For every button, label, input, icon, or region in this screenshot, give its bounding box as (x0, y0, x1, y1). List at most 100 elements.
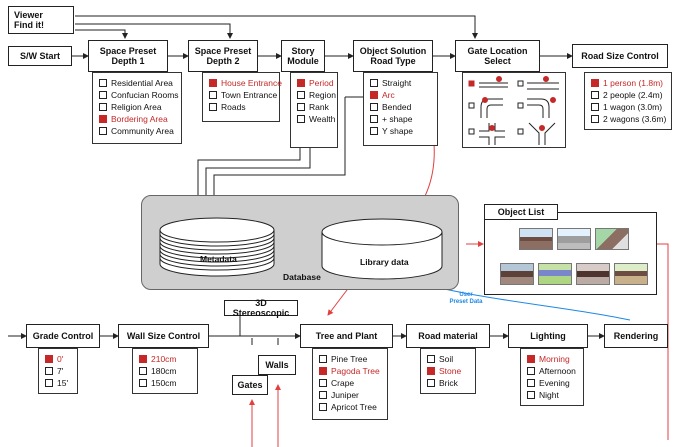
checkbox-checked-icon[interactable] (297, 79, 305, 87)
tree-plant-node: Tree and Plant (300, 324, 393, 348)
option-item[interactable]: Evening (527, 377, 577, 389)
option-label: Brick (439, 378, 458, 388)
option-item[interactable]: Religion Area (99, 101, 175, 113)
checkbox-icon[interactable] (99, 103, 107, 111)
option-item[interactable]: Straight (370, 77, 431, 89)
road-size-control-node: Road Size Control (572, 44, 668, 68)
option-item[interactable]: Period (297, 77, 334, 89)
option-item[interactable]: Community Area (99, 125, 175, 137)
library-data-label: Library data (360, 257, 409, 267)
option-item[interactable]: + shape (370, 113, 431, 125)
option-item[interactable]: Stone (427, 365, 469, 377)
checkbox-icon[interactable] (139, 379, 147, 387)
rendering-node: Rendering (604, 324, 668, 348)
option-item[interactable]: Arc (370, 89, 431, 101)
checkbox-checked-icon[interactable] (370, 91, 378, 99)
checkbox-icon[interactable] (297, 103, 305, 111)
walls-node: Walls (258, 355, 296, 375)
checkbox-icon[interactable] (591, 115, 599, 123)
option-item[interactable]: 1 person (1.8m) (591, 77, 665, 89)
checkbox-icon[interactable] (527, 391, 535, 399)
option-item[interactable]: Confucian Rooms (99, 89, 179, 101)
checkbox-icon[interactable] (370, 103, 378, 111)
checkbox-icon[interactable] (99, 127, 107, 135)
option-item[interactable]: Bordering Area (99, 113, 175, 125)
option-item[interactable]: Afternoon (527, 365, 577, 377)
checkbox-icon[interactable] (370, 79, 378, 87)
checkbox-checked-icon[interactable] (45, 355, 53, 363)
viewer-node: Viewer Find it! (8, 6, 74, 34)
option-item[interactable]: 150cm (139, 377, 191, 389)
option-item[interactable]: Morning (527, 353, 577, 365)
option-label: 1 wagon (3.0m) (603, 102, 663, 112)
object-thumbnail (576, 263, 610, 285)
option-item[interactable]: Region (297, 89, 336, 101)
checkbox-checked-icon[interactable] (591, 79, 599, 87)
checkbox-icon[interactable] (319, 379, 327, 387)
checkbox-checked-icon[interactable] (99, 115, 107, 123)
checkbox-icon[interactable] (591, 91, 599, 99)
option-item[interactable]: Brick (427, 377, 469, 389)
checkbox-icon[interactable] (427, 379, 435, 387)
option-item[interactable]: 180cm (139, 365, 191, 377)
option-item[interactable]: Wealth (297, 113, 335, 125)
checkbox-checked-icon[interactable] (139, 355, 147, 363)
checkbox-icon[interactable] (527, 379, 535, 387)
option-item[interactable]: Soil (427, 353, 469, 365)
option-item[interactable]: Pine Tree (319, 353, 381, 365)
option-item[interactable]: Bended (370, 101, 431, 113)
option-label: 7' (57, 366, 64, 376)
checkbox-icon[interactable] (45, 367, 53, 375)
checkbox-icon[interactable] (45, 379, 53, 387)
checkbox-icon[interactable] (99, 79, 107, 87)
grade-options: 0'7'15' (38, 348, 78, 394)
option-item[interactable]: House Entrance (209, 77, 282, 89)
option-item[interactable]: Crape (319, 377, 381, 389)
object-thumbnail (538, 263, 572, 285)
option-item[interactable]: Night (527, 389, 577, 401)
checkbox-icon[interactable] (297, 115, 305, 123)
option-label: Stone (439, 366, 462, 376)
option-item[interactable]: Town Entrance (209, 89, 277, 101)
option-label: Bended (382, 102, 412, 112)
checkbox-checked-icon[interactable] (319, 367, 327, 375)
checkbox-icon[interactable] (319, 403, 327, 411)
option-item[interactable]: 0' (45, 353, 71, 365)
checkbox-checked-icon[interactable] (209, 79, 217, 87)
option-item[interactable]: Rank (297, 101, 331, 113)
checkbox-icon[interactable] (209, 91, 217, 99)
checkbox-icon[interactable] (427, 355, 435, 363)
option-item[interactable]: Apricot Tree (319, 401, 381, 413)
option-item[interactable]: 210cm (139, 353, 191, 365)
checkbox-icon[interactable] (527, 367, 535, 375)
checkbox-icon[interactable] (319, 391, 327, 399)
option-item[interactable]: Juniper (319, 389, 381, 401)
option-label: 210cm (151, 354, 177, 364)
checkbox-icon[interactable] (319, 355, 327, 363)
checkbox-icon[interactable] (209, 103, 217, 111)
grade-control-node: Grade Control (26, 324, 100, 348)
option-item[interactable]: Pagoda Tree (319, 365, 381, 377)
checkbox-icon[interactable] (370, 127, 378, 135)
option-item[interactable]: 2 wagons (3.6m) (591, 113, 666, 125)
option-label: 180cm (151, 366, 177, 376)
checkbox-icon[interactable] (591, 103, 599, 111)
option-label: 1 person (1.8m) (603, 78, 663, 88)
option-item[interactable]: 7' (45, 365, 71, 377)
option-item[interactable]: Residential Area (99, 77, 175, 89)
checkbox-checked-icon[interactable] (427, 367, 435, 375)
checkbox-icon[interactable] (99, 91, 107, 99)
option-item[interactable]: Y shape (370, 125, 431, 137)
option-label: Region (309, 90, 336, 100)
option-item[interactable]: 15' (45, 377, 71, 389)
checkbox-icon[interactable] (297, 91, 305, 99)
checkbox-checked-icon[interactable] (527, 355, 535, 363)
option-item[interactable]: 2 people (2.4m) (591, 89, 665, 101)
option-item[interactable]: Roads (209, 101, 273, 113)
option-item[interactable]: 1 wagon (3.0m) (591, 101, 665, 113)
checkbox-icon[interactable] (139, 367, 147, 375)
checkbox-icon[interactable] (370, 115, 378, 123)
